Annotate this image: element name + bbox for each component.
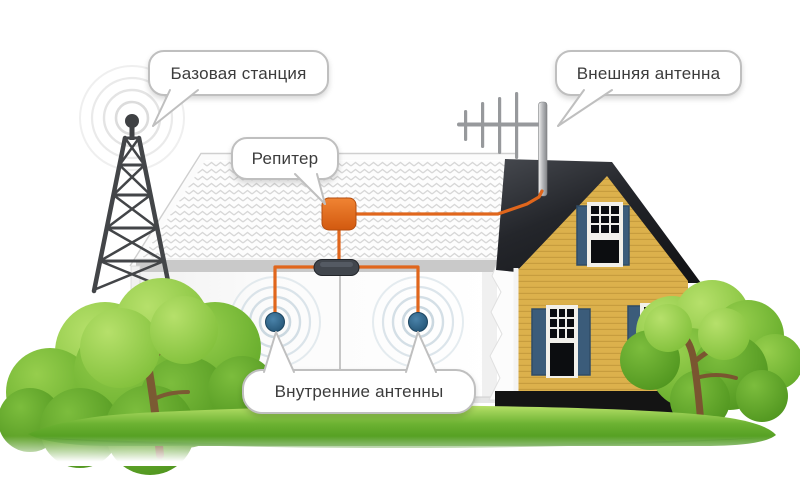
ceiling-highlight xyxy=(136,258,500,261)
callout-repeater: Репитер xyxy=(231,137,339,180)
tree-right-icon xyxy=(620,280,800,430)
callout-indoor-antennas-tail-left xyxy=(263,331,295,373)
indoor-antenna-left-icon xyxy=(265,312,285,332)
splitter-highlight xyxy=(320,262,353,267)
cable-antenna-to-repeater xyxy=(353,189,544,216)
antenna-mast xyxy=(538,101,548,197)
wall-corner-trim xyxy=(513,268,519,394)
window-left xyxy=(531,305,591,378)
callout-indoor-antennas-tail-right xyxy=(405,331,437,373)
splitter-icon xyxy=(313,259,360,276)
antenna-boom xyxy=(457,122,543,127)
coax-cables xyxy=(273,189,544,317)
yagi-antenna-icon xyxy=(457,92,548,197)
cable-splitter-to-right-antenna xyxy=(355,265,420,317)
callout-indoor-antennas: Внутренние антенны xyxy=(242,369,476,414)
cell-tower-icon xyxy=(91,114,173,294)
grass-icon xyxy=(0,405,800,466)
callout-external-antenna-tail xyxy=(557,89,613,127)
callout-indoor-antennas-label: Внутренние антенны xyxy=(274,382,444,401)
interior-shade xyxy=(482,272,497,397)
callout-base-station-tail xyxy=(152,89,199,127)
repeater-box-icon xyxy=(321,197,357,231)
callout-repeater-tail xyxy=(294,173,326,205)
callout-repeater-label: Репитер xyxy=(251,149,319,168)
cable-splitter-to-left-antenna xyxy=(273,265,318,317)
callout-base-station-label: Базовая станция xyxy=(170,63,307,83)
callout-external-antenna-label: Внешняя антенна xyxy=(576,63,721,83)
callout-external-antenna: Внешняя антенна xyxy=(555,50,742,96)
attic-window xyxy=(576,202,630,267)
callout-base-station: Базовая станция xyxy=(148,50,329,96)
